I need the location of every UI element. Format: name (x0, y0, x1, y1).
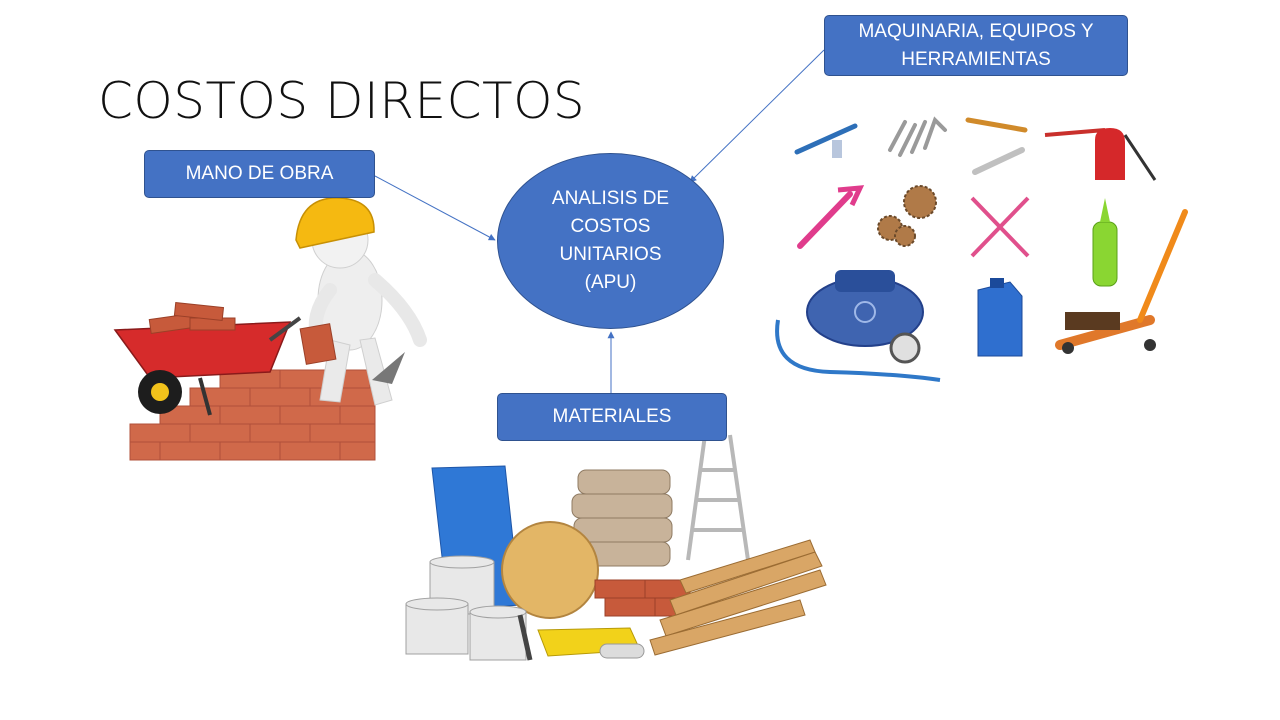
node-apu-line: ANALISIS DE (551, 188, 670, 209)
connector-mano-to-apu (374, 175, 496, 241)
node-materiales-label: MATERIALES (552, 406, 672, 427)
connector-maq-to-apu (689, 49, 825, 183)
construction-worker-icon (113, 197, 427, 461)
node-mano-de-obra-label: MANO DE OBRA (185, 163, 334, 184)
tools-collection-icon (775, 116, 1188, 382)
node-materiales: MATERIALES (497, 393, 727, 441)
node-maquinaria: MAQUINARIA, EQUIPOS Y HERRAMIENTAS (824, 15, 1128, 76)
node-apu-line: UNITARIOS (559, 244, 662, 265)
node-apu-line: (APU) (584, 272, 637, 293)
node-mano-de-obra: MANO DE OBRA (144, 150, 375, 198)
node-apu: ANALISIS DE COSTOS UNITARIOS (APU) (497, 153, 724, 329)
node-maquinaria-label: MAQUINARIA, EQUIPOS Y HERRAMIENTAS (858, 20, 1094, 70)
building-materials-icon (405, 434, 827, 661)
page-title: COSTOS DIRECTOS (98, 72, 586, 130)
node-apu-line: COSTOS (570, 216, 651, 237)
